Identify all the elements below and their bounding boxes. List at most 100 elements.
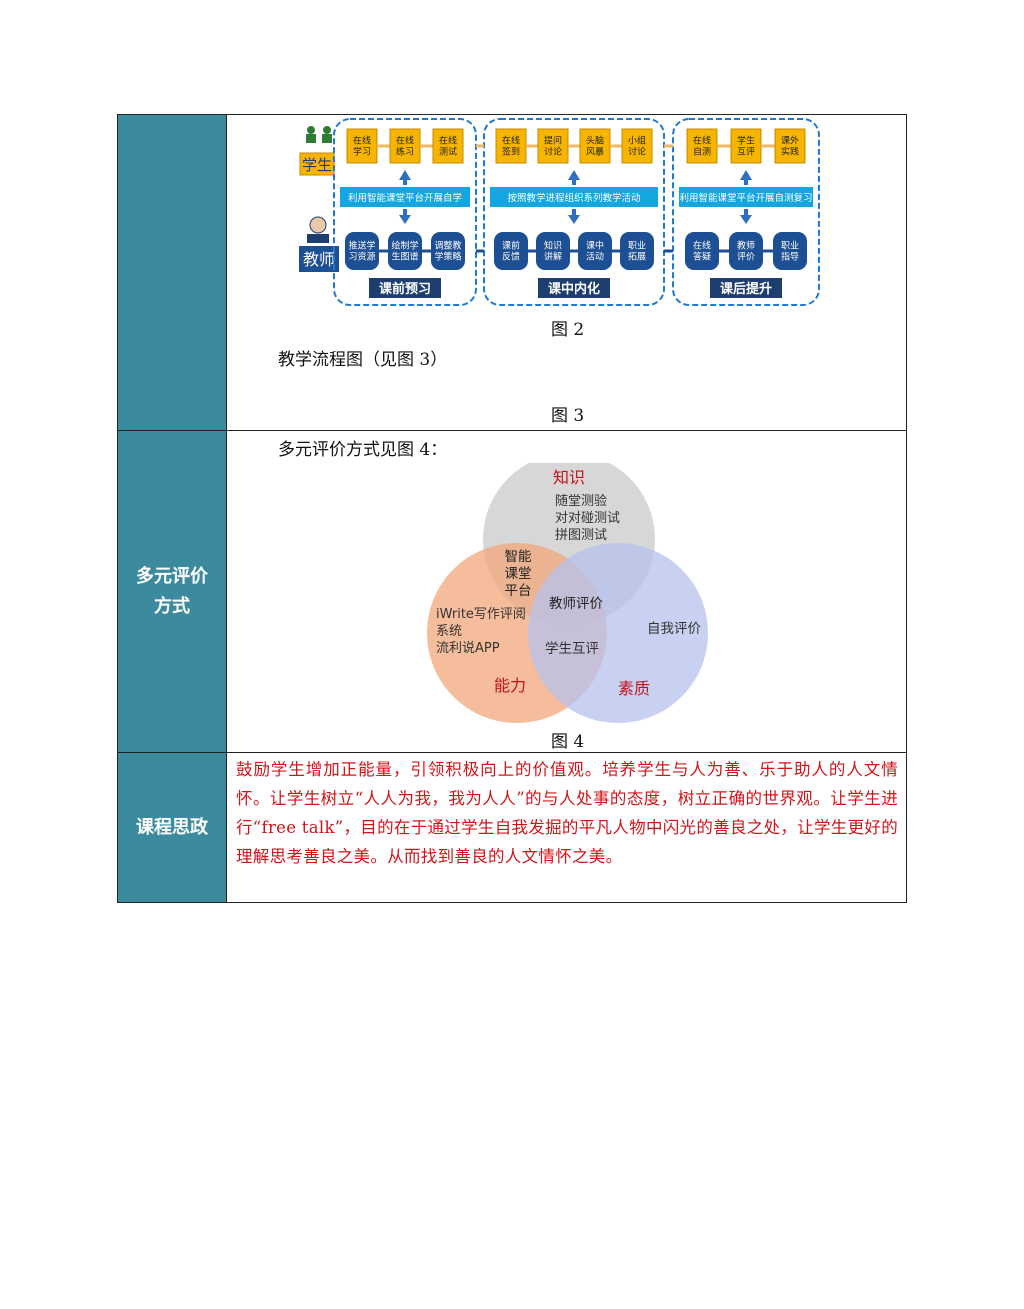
student-step [432,128,464,164]
student-step-label: 练习 [396,146,414,158]
row-teaching-flow: 学生教师在线学习在线练习在线测试利用智能课堂平台开展自学推送学习资源绘制学生图谱… [117,114,907,431]
evaluation-intro: 多元评价方式见图 4： [278,440,448,460]
student-step-label: 头脑 [586,135,604,147]
teacher-step-label: 讲解 [544,251,562,263]
student-step-label: 测试 [439,146,457,158]
arrow-up-stem [744,179,748,185]
student-step-label: 在线 [502,135,520,147]
group-title: 课前预习 [379,281,431,297]
row-evaluation: 多元评价 方式 多元评价方式见图 4： 知识随堂测验对对碰测试拼图测试智能课堂平… [117,430,907,753]
platform-bar [679,187,813,207]
student-step [774,128,806,164]
arrow-down-stem [403,209,407,216]
arrow-up-stem [572,179,576,185]
teacher-icon-body [307,234,329,243]
teacher-icon [309,216,327,234]
student-icon-body [306,134,316,143]
flow-text: 教学流程图（见图 3） [278,350,448,370]
arrow-up-icon [740,170,752,180]
arrow-down-stem [572,209,576,216]
student-step-label: 小组 [628,135,646,147]
teacher-step-label: 课前 [502,240,520,252]
row-label-empty [117,114,227,431]
teacher-step-label: 职业 [781,241,799,252]
fig3-caption: 图 3 [551,406,585,426]
student-icon [307,126,315,134]
row-ideology: 课程思政 鼓励学生增加正能量，引领积极向上的价值观。培养学生与人为善、乐于助人的… [117,752,907,903]
group-title-box [710,278,782,298]
student-step-label: 讨论 [628,146,646,158]
student-step-label: 互评 [737,147,755,158]
teacher-step-label: 拓展 [628,251,646,263]
teacher-label: 教师 [303,250,335,269]
teacher-step-label: 知识 [544,240,562,252]
teacher-step-label: 职业 [628,241,646,252]
teacher-step-label: 习资源 [348,252,375,263]
quality-item: 自我评价 [647,621,701,637]
knowledge-item: 拼图测试 [555,528,607,543]
teacher-step [620,232,654,270]
teacher-step-label: 学策略 [434,251,461,263]
knowledge-title: 知识 [553,468,585,487]
student-step-label: 在线 [353,135,371,147]
label-line-1: 多元评价 [136,565,208,587]
flow-group-border [672,118,820,306]
platform-label: 按照教学进程组织系列教学活动 [507,192,640,204]
teacher-step [431,232,465,270]
platform-label: 利用智能课堂平台开展自测复习 [679,192,812,204]
student-label: 学生 [302,156,332,174]
teacher-step-label: 调整教 [434,240,461,252]
ideology-text: 鼓励学生增加正能量，引领积极向上的价值观。培养学生与人为善、乐于助人的人文情怀。… [236,760,898,866]
teacher-step [388,232,422,270]
teacher-step [578,232,612,270]
student-step-label: 学生 [737,135,755,147]
teacher-step [729,232,763,270]
arrow-up-stem [403,179,407,185]
teacher-step-label: 教师 [737,240,755,252]
teacher-step [685,232,719,270]
student-step-label: 签到 [502,146,520,158]
student-step-label: 风暴 [586,147,604,158]
teacher-step-label: 绘制学 [391,240,418,252]
group-title-box [369,278,441,298]
teacher-step-label: 指导 [781,251,799,263]
student-step-label: 实践 [781,146,799,158]
fig4-caption: 图 4 [551,732,585,752]
flow-group-border [483,118,665,306]
ideology-cell: 鼓励学生增加正能量，引领积极向上的价值观。培养学生与人为善、乐于助人的人文情怀。… [226,752,907,903]
overlap-platform: 课堂 [505,566,532,582]
arrow-down-icon [399,215,411,224]
label-line-2: 方式 [154,595,190,617]
student-icon-body-2 [322,134,332,143]
student-step-label: 在线 [396,135,414,147]
teacher-step-label: 活动 [586,251,604,263]
platform-label: 利用智能课堂平台开展自学 [348,192,462,204]
student-step-label: 提问 [544,135,562,147]
teacher-step-label: 生图谱 [391,251,418,263]
document-table: 学生教师在线学习在线练习在线测试利用智能课堂平台开展自学推送学习资源绘制学生图谱… [117,114,907,903]
student-step-label: 在线 [439,135,457,147]
ability-item: 系统 [436,624,462,639]
overlap-peer: 学生互评 [545,641,599,657]
teacher-step-label: 课中 [586,240,604,252]
student-step [686,128,718,164]
teacher-step [773,232,807,270]
flow-group-border [333,118,477,306]
student-step [621,128,653,164]
student-step [389,128,421,164]
student-step-label: 自测 [693,146,711,158]
arrow-down-icon [740,215,752,224]
student-step-label: 学习 [353,146,371,158]
arrow-up-icon [568,170,580,180]
student-step [730,128,762,164]
fig2-caption: 图 2 [551,320,585,340]
student-step [346,128,378,164]
quality-circle [528,543,708,723]
student-step [537,128,569,164]
teacher-step-label: 在线 [693,240,711,252]
row-label-ideology: 课程思政 [117,752,227,903]
arrow-up-icon [399,170,411,180]
ability-item: iWrite写作评阅 [436,607,526,622]
teacher-step-label: 答疑 [693,251,711,263]
arrow-down-stem [744,209,748,216]
